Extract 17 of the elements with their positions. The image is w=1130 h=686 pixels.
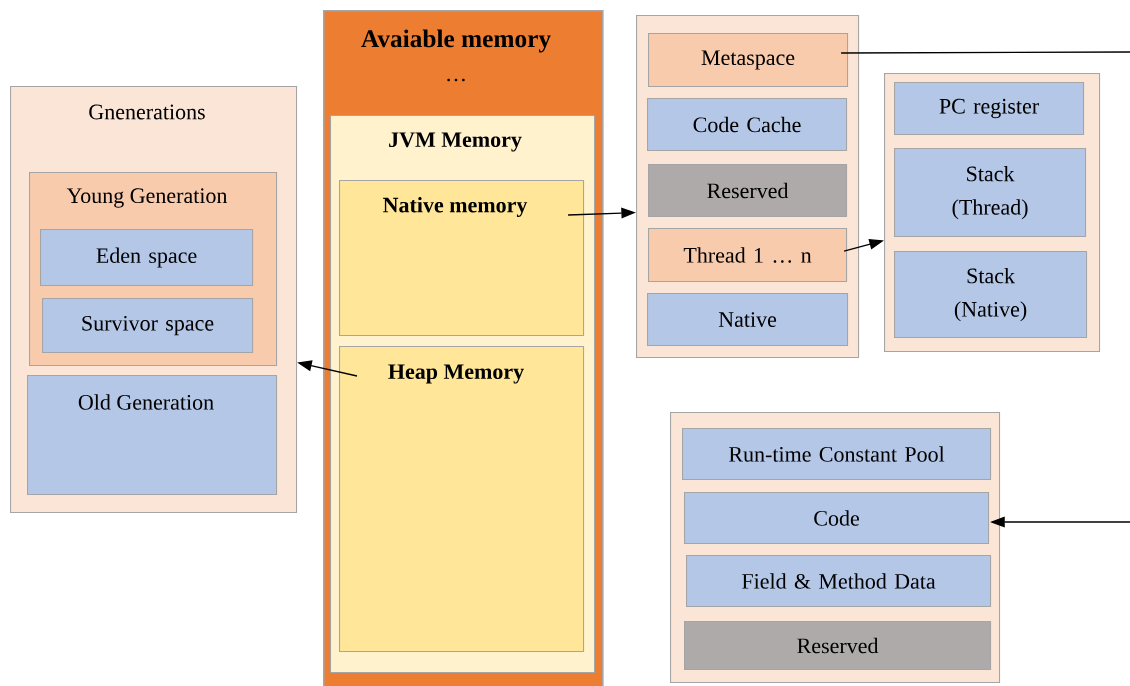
memory-box: Reserved bbox=[684, 621, 992, 671]
memory-region: Native memory bbox=[339, 180, 585, 337]
memory-box: Reserved bbox=[648, 164, 848, 218]
memory-box: Stack (Native) bbox=[894, 251, 1088, 339]
memory-box: Code bbox=[684, 492, 990, 545]
memory-region: Heap Memory bbox=[339, 346, 585, 653]
memory-box: Thread 1 … n bbox=[648, 228, 848, 283]
memory-box: Field & Method Data bbox=[686, 555, 992, 608]
memory-box: Metaspace bbox=[648, 33, 849, 88]
memory-box: Run-time Constant Pool bbox=[682, 428, 992, 481]
memory-box: Survivor space bbox=[42, 298, 254, 354]
generation-box: Old Generation bbox=[27, 375, 278, 496]
memory-box: Code Cache bbox=[647, 98, 848, 152]
memory-box: Stack (Thread) bbox=[894, 148, 1087, 238]
memory-box: Eden space bbox=[40, 229, 254, 287]
memory-box: Native bbox=[647, 293, 849, 347]
memory-box: PC register bbox=[894, 82, 1085, 136]
